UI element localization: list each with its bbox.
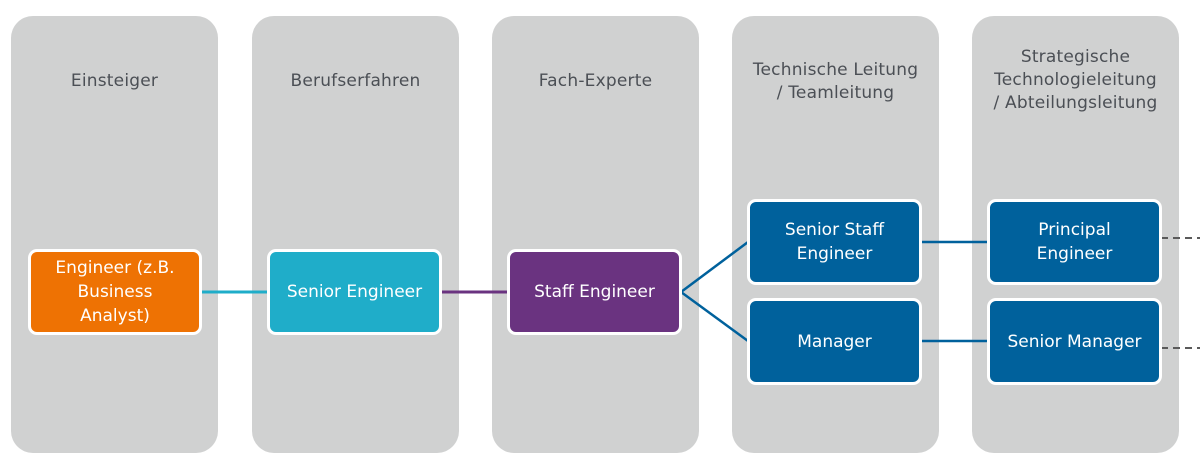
node-principal-engineer: Principal Engineer (987, 199, 1162, 285)
connector-staff-manager (680, 290, 749, 343)
connector-staff-seniorstaff (680, 240, 749, 294)
column-title: Berufserfahren (290, 71, 421, 91)
column-title: Einsteiger (70, 71, 159, 91)
column-fach-experte: Fach-Experte (492, 16, 699, 453)
node-senior-engineer: Senior Engineer (267, 249, 442, 335)
column-title: Strategische Technologieleitung / Abteil… (993, 47, 1158, 113)
column-title: Technische Leitung / Teamleitung (752, 60, 919, 103)
node-senior-manager: Senior Manager (987, 298, 1162, 385)
node-engineer: Engineer (z.B. Business Analyst) (28, 249, 202, 335)
column-einsteiger: Einsteiger (11, 16, 218, 453)
node-staff-engineer: Staff Engineer (507, 249, 682, 335)
column-title: Fach-Experte (538, 71, 653, 91)
column-berufserfahren: Berufserfahren (252, 16, 459, 453)
node-manager: Manager (747, 298, 922, 385)
node-senior-staff-engineer: Senior Staff Engineer (747, 199, 922, 285)
